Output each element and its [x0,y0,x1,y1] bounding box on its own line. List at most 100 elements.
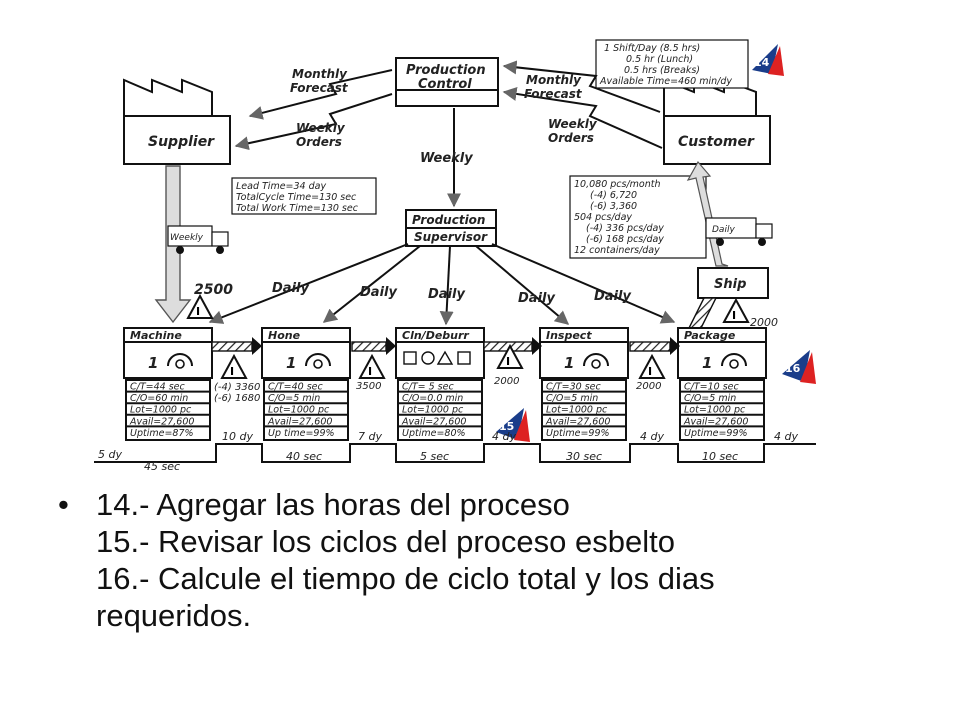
bullet-line: 14.- Agregar las horas del proceso [96,487,570,522]
process-data-line: Lot=1000 pc [684,405,746,416]
monthly-forecast-left-2: Forecast [290,81,349,95]
monthly-forecast-left-1: Monthly [292,67,348,81]
process-data-line: C/T=30 sec [546,382,601,393]
process-data-line: Avail=27,600 [129,416,194,427]
bullet-line: 16.- Calcule el tiempo de ciclo total y … [96,561,715,596]
process-name: Package [684,329,736,342]
bullet-line: requeridos. [96,598,252,633]
customer-info-box: 1 Shift/Day (8.5 hrs) 0.5 hr (Lunch) 0.5… [595,39,749,89]
inventory-triangle-machine-hone: I [220,353,248,379]
inventory-finished-qty: 2000 [750,316,778,329]
badge-15: 15 [496,408,530,442]
process-data-line: Avail=27,600 [267,416,332,427]
badge-14: 14 [752,44,784,76]
production-supervisor-line2: Supervisor [414,230,488,244]
inventory-machine-hone-qty-2: (-6) 1680 [214,393,260,404]
info-arrows [234,60,663,208]
demand-line: (-4) 336 pcs/day [586,223,664,234]
demand-line: (-6) 3,360 [590,201,637,212]
process-data-line: Uptime=99% [546,428,610,439]
weekly-orders-left-1: Weekly [296,121,346,135]
timeline-days-2: 10 dy [222,430,253,443]
process-data-line: C/O=5 min [546,393,598,404]
process-data-line: C/T=44 sec [130,382,185,393]
customer-info-line: 0.5 hr (Lunch) [626,54,693,65]
timeline-days-1: 5 dy [98,448,122,461]
customer-factory: Customer [663,78,771,165]
truck-left-label: Weekly [170,233,204,243]
demand-line: (-6) 168 pcs/day [586,234,664,245]
demand-line: 504 pcs/day [574,212,632,223]
daily-label-5: Daily [594,289,631,304]
process-name: Hone [268,329,301,342]
production-control-line1: Production [406,63,486,78]
process-data-line: Lot=1000 pc [130,405,192,416]
badge-16-label: 16 [785,362,801,375]
bullet-line: 15.- Revisar los ciclos del proceso esbe… [96,524,675,559]
timeline-secs-2: 40 sec [286,450,322,463]
operator-count: 1 [564,354,574,372]
lead-time-line: Lead Time=34 day [236,181,326,192]
monthly-forecast-right-2: Forecast [524,87,583,101]
customer-label: Customer [678,134,755,150]
process-data-line: C/T=10 sec [684,382,739,393]
timeline-secs-1: 45 sec [144,460,180,473]
daily-label-3: Daily [428,287,465,302]
operator-count: 1 [702,354,712,372]
process-data-line: C/T= 5 sec [402,382,454,393]
lead-time-line: TotalCycle Time=130 sec [236,192,357,203]
production-control-line2: Control [418,77,472,92]
daily-label-4: Daily [518,291,555,306]
daily-label-2: Daily [360,285,397,300]
process-data-line: C/T=40 sec [268,382,323,393]
operator-icon [721,353,747,369]
ship-label: Ship [714,277,746,292]
square-icon [457,351,471,365]
svg-text:I: I [368,365,372,378]
process-data-line: Lot=1000 pc [546,405,608,416]
operator-count: 1 [148,354,158,372]
timeline-secs-3: 5 sec [420,450,449,463]
process-data-line: Uptime=80% [402,428,466,439]
badge-15-label: 15 [499,420,514,433]
process-name: Cln/Deburr [402,329,469,342]
circle-icon [421,351,435,365]
process-data-line: C/O=0.0 min [402,393,463,404]
lead-time-line: Total Work Time=130 sec [236,203,359,214]
badge-16: 16 [782,350,816,384]
push-arrows [211,337,680,355]
inventory-machine-hone-qty-1: (-4) 3360 [214,382,260,393]
demand-line: 12 containers/day [574,245,660,256]
demand-line: 10,080 pcs/month [574,179,661,190]
operator-count: 1 [286,354,296,372]
daily-label-1: Daily [272,281,309,296]
svg-text:I: I [648,365,652,378]
inventory-triangle-inspect-package: I [638,353,666,379]
truck-right-label: Daily [712,225,735,235]
customer-info-line: 1 Shift/Day (8.5 hrs) [604,43,700,54]
lead-time-box: Lead Time=34 day TotalCycle Time=130 sec… [231,177,377,215]
badge-14-label: 14 [754,56,770,69]
process-data-line: Avail=27,600 [401,416,466,427]
weekly-orders-left-2: Orders [296,135,342,149]
supplier-shipment: Weekly [154,165,229,324]
timeline-days-5: 4 dy [640,430,664,443]
inventory-triangle-raw: I [186,293,214,319]
customer-info-line: 0.5 hrs (Breaks) [624,65,700,76]
process-data-line: Lot=1000 pc [402,405,464,416]
production-supervisor-line1: Production [412,213,485,227]
timeline-days-6: 4 dy [774,430,798,443]
operator-icon [583,353,609,369]
customer-info-line: Available Time=460 min/dy [599,76,732,87]
production-supervisor-box: Production Supervisor [405,209,497,247]
production-control-box: Production Control [395,57,499,107]
process-data-line: C/O=60 min [130,393,188,404]
svg-text:I: I [732,309,736,322]
demand-info-box: 10,080 pcs/month (-4) 6,720 (-6) 3,360 5… [569,175,707,259]
inventory-cln-inspect-qty: 2000 [494,376,519,387]
operator-icon [167,353,193,369]
